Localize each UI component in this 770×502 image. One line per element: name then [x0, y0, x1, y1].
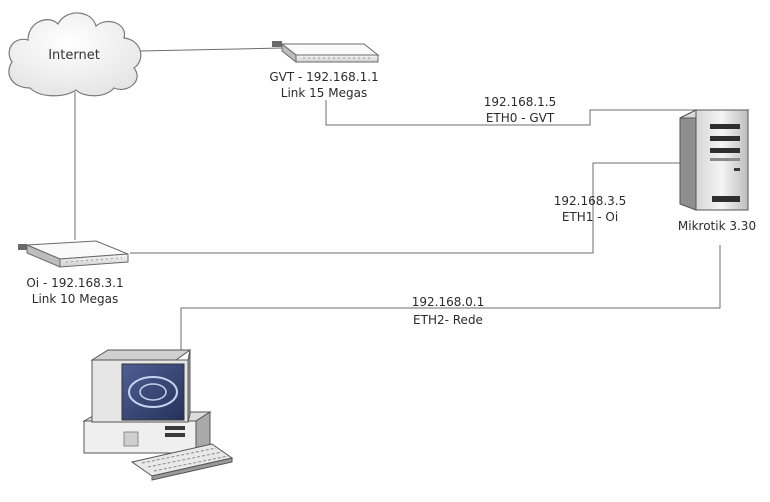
link-eth2-labels: 192.168.0.1 ETH2- Rede [412, 295, 485, 327]
eth2-iface: ETH2- Rede [413, 313, 483, 327]
link-eth0-labels: 192.168.1.5 ETH0 - GVT [484, 95, 557, 125]
server-tower-icon [679, 109, 750, 211]
router-oi-speed: Link 10 Megas [32, 292, 118, 306]
link-eth1-oi [130, 162, 680, 254]
internet-label: Internet [48, 48, 100, 63]
router-oi-node: Oi - 192.168.3.1 Link 10 Megas [18, 240, 129, 306]
modem-icon [18, 240, 129, 268]
link-eth2-rede [180, 245, 721, 355]
cloud-icon [8, 12, 142, 97]
eth1-ip: 192.168.3.5 [554, 194, 627, 208]
router-gvt-node: GVT - 192.168.1.1 Link 15 Megas [269, 41, 380, 100]
mikrotik-label: Mikrotik 3.30 [678, 219, 756, 233]
modem-icon [272, 41, 380, 64]
link-eth1-labels: 192.168.3.5 ETH1 - Oi [554, 194, 627, 224]
internet-node: Internet [8, 12, 142, 97]
eth1-iface: ETH1 - Oi [562, 210, 618, 224]
router-oi-name: Oi - 192.168.3.1 [26, 276, 123, 290]
eth0-ip: 192.168.1.5 [484, 95, 557, 109]
eth2-ip: 192.168.0.1 [412, 295, 485, 309]
mikrotik-node: Mikrotik 3.30 [678, 109, 756, 233]
link-internet-gvt [139, 47, 283, 52]
router-gvt-speed: Link 15 Megas [281, 86, 367, 100]
connection-lines [74, 47, 721, 355]
desktop-computer-icon [82, 349, 234, 481]
workstation-node [82, 349, 234, 481]
router-gvt-name: GVT - 192.168.1.1 [269, 70, 378, 84]
eth0-iface: ETH0 - GVT [486, 111, 555, 125]
